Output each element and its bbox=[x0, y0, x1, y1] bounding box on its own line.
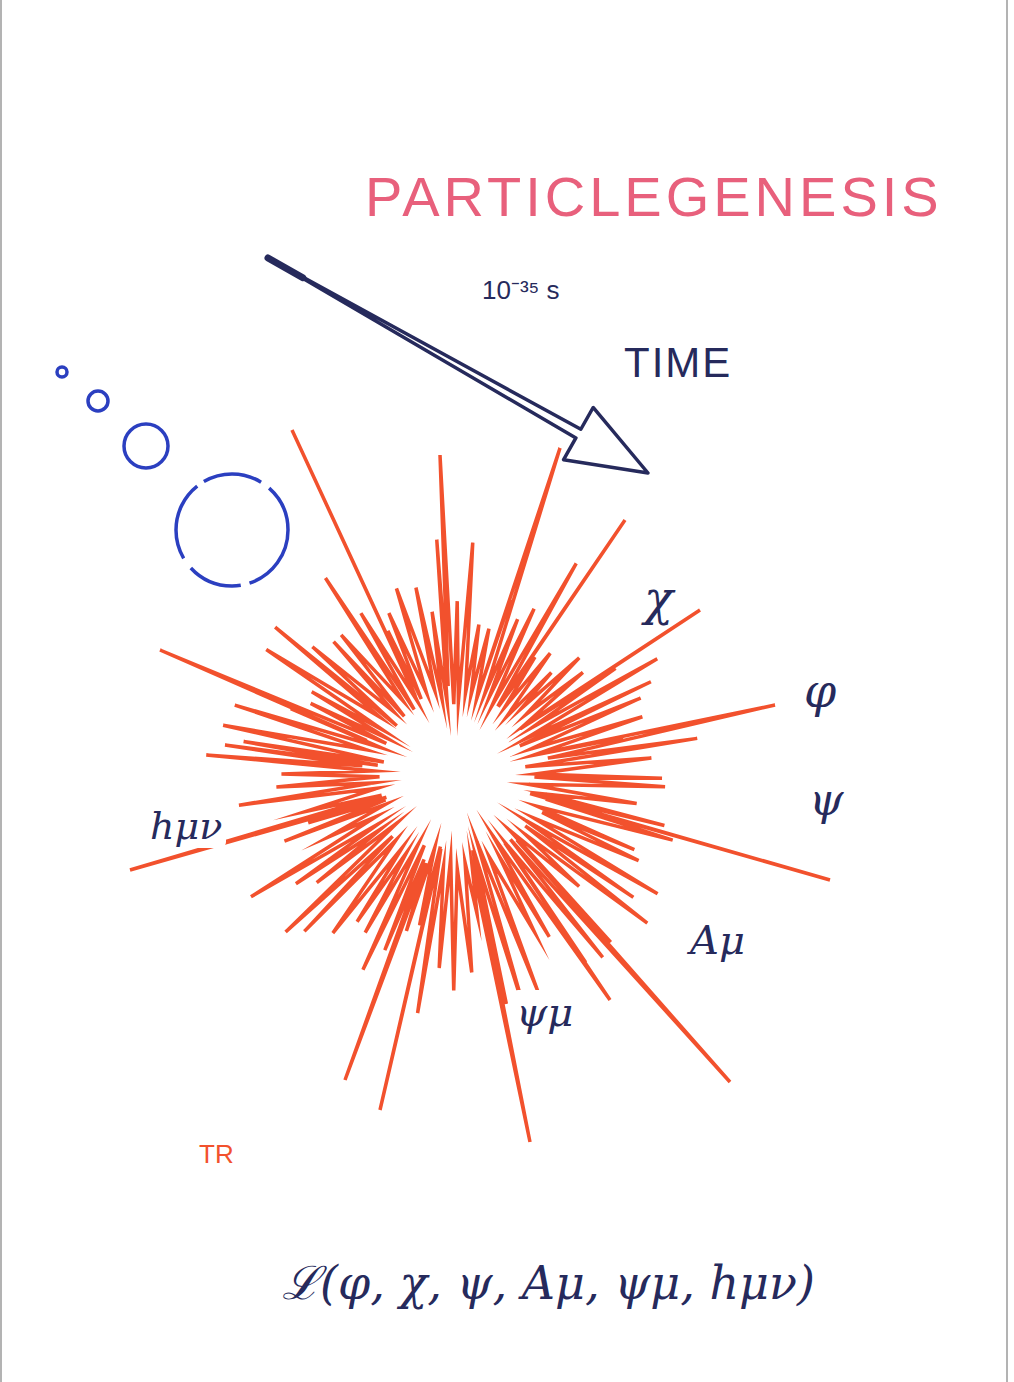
arrow-tail bbox=[268, 258, 303, 278]
burst-spikes bbox=[130, 430, 830, 1142]
field-label: hμν bbox=[146, 806, 226, 848]
title: PARTICLEGENESIS bbox=[365, 166, 943, 228]
field-label: φ bbox=[800, 666, 840, 717]
bubble bbox=[176, 474, 288, 586]
bubble bbox=[124, 424, 168, 468]
time-label: TIME bbox=[620, 340, 736, 386]
page-border bbox=[1006, 0, 1008, 1382]
temperature-label: TR bbox=[195, 1140, 238, 1169]
field-label: ψ bbox=[805, 776, 848, 824]
bubble bbox=[88, 391, 108, 411]
page-border bbox=[0, 0, 2, 1382]
bubble bbox=[57, 367, 67, 377]
field-label: ψμ bbox=[512, 990, 577, 1034]
lagrangian: ℒ(φ, χ, ψ, Aμ, ψμ, hμν) bbox=[278, 1258, 819, 1309]
arrow-outline bbox=[268, 258, 648, 473]
time-arrow bbox=[268, 258, 648, 473]
field-label: Aμ bbox=[686, 918, 749, 962]
field-label: χ bbox=[640, 572, 677, 625]
time-scale: 10⁻³⁵ s bbox=[478, 276, 564, 305]
bubbles bbox=[57, 367, 288, 586]
particle-burst bbox=[130, 430, 830, 1142]
